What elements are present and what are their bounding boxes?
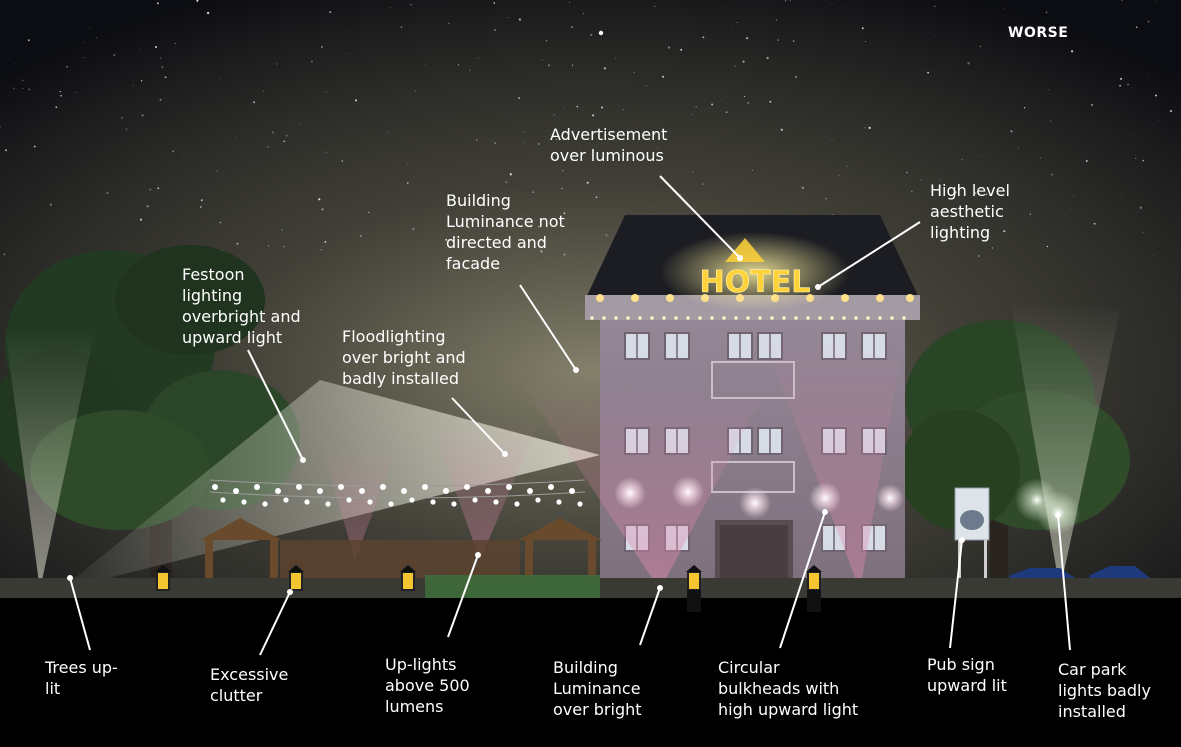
pergola-left [200,518,282,590]
callout-dots [67,255,1061,595]
label-trees: Trees up- lit [45,658,118,698]
building-uplight-beam-2 [760,330,900,590]
label-bulkheads: Circular bulkheads with high upward ligh… [718,658,859,719]
ground [0,598,1181,747]
sign-glow [660,232,850,312]
hotel-sign: HOTEL [700,265,811,300]
label-car-park: Car park lights badly installed [1058,660,1151,721]
label-pub-sign: Pub sign upward lit [927,655,1007,695]
bulkhead-light-2 [672,476,704,508]
bulkhead-light-1 [614,477,646,509]
uplight-beam-3 [430,420,540,560]
bulkhead-light-3 [739,487,771,519]
uplight-beam-4 [320,440,400,560]
label-advertisement: Advertisement over luminous [550,125,668,165]
label-high-level-lighting: High level aesthetic lighting [930,181,1010,242]
label-festoon: Festoon lighting overbright and upward l… [182,265,301,347]
label-building-not-directed: Building Luminance not directed and faca… [446,191,565,273]
sign-roof-light [725,238,765,262]
tree-uplight-beam-right [1010,300,1120,590]
callout-lines [69,175,1071,656]
bulkhead-light-4 [809,482,841,514]
tree-uplight-beam-left [5,330,95,590]
rating-badge: WORSE [1008,25,1069,41]
stars [0,0,1173,260]
label-floodlighting: Floodlighting over bright and badly inst… [342,327,466,388]
label-uplights: Up-lights above 500 lumens [385,655,470,716]
festoon-lights [209,479,586,507]
bulkhead-light-5 [876,484,904,512]
label-clutter: Excessive clutter [210,665,289,705]
label-building-over-bright: Building Luminance over bright [553,658,642,719]
pergola-right [518,518,602,590]
garden-lamps [155,565,822,612]
tree-left [0,245,300,590]
eave-lights [590,294,914,320]
